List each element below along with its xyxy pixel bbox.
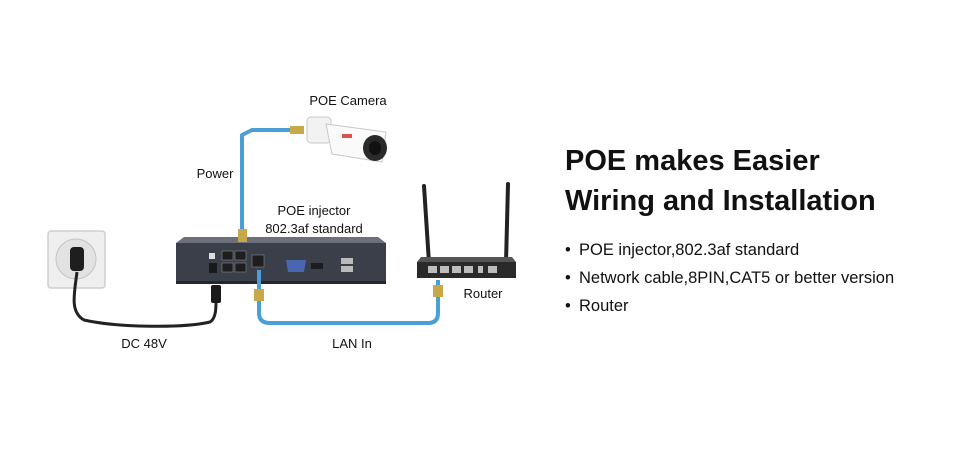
lan-network-cable: [257, 270, 440, 325]
label-802-3af-standard: 802.3af standard: [265, 221, 363, 236]
feature-list-item: • Router: [565, 292, 950, 320]
headline-line-1: POE makes Easier: [565, 145, 820, 177]
feature-list: • POE injector,802.3af standard • Network …: [565, 236, 950, 320]
feature-text: POE injector,802.3af standard: [579, 241, 800, 259]
bullet-dot-icon: •: [565, 269, 571, 287]
label-power: Power: [197, 166, 235, 181]
camera-cable-connector-icon: [290, 126, 304, 134]
label-poe-injector: POE injector: [278, 203, 352, 218]
dc-power-cable: [72, 271, 218, 328]
poe-injector-device: [176, 237, 386, 284]
camera-network-cable: [240, 128, 292, 240]
dc-plug-icon: [211, 285, 221, 303]
router-lan-connector-icon: [433, 285, 443, 297]
label-poe-camera: POE Camera: [309, 93, 387, 108]
feature-list-item: • Network cable,8PIN,CAT5 or better versi…: [565, 264, 950, 292]
label-dc-48v: DC 48V: [121, 336, 167, 351]
injector-lan-connector-icon: [254, 289, 264, 301]
injector-camera-port-connector-icon: [238, 229, 247, 242]
feature-text: Network cable,8PIN,CAT5 or better versio…: [579, 269, 895, 287]
label-router: Router: [463, 286, 503, 301]
router-device: [417, 182, 516, 278]
bullet-dot-icon: •: [565, 241, 571, 259]
label-lan-in: LAN In: [332, 336, 372, 351]
wall-socket: [47, 230, 106, 289]
feature-text: Router: [579, 297, 629, 315]
bullet-dot-icon: •: [565, 297, 571, 315]
headline: POE makes Easier Wiring and Installation: [565, 141, 945, 221]
poe-wiring-diagram: POE Camera Power POE injector 802.3af st…: [47, 93, 516, 351]
poe-camera-device: [306, 116, 387, 163]
feature-list-item: • POE injector,802.3af standard: [565, 236, 950, 264]
headline-line-2: Wiring and Installation: [565, 185, 876, 217]
